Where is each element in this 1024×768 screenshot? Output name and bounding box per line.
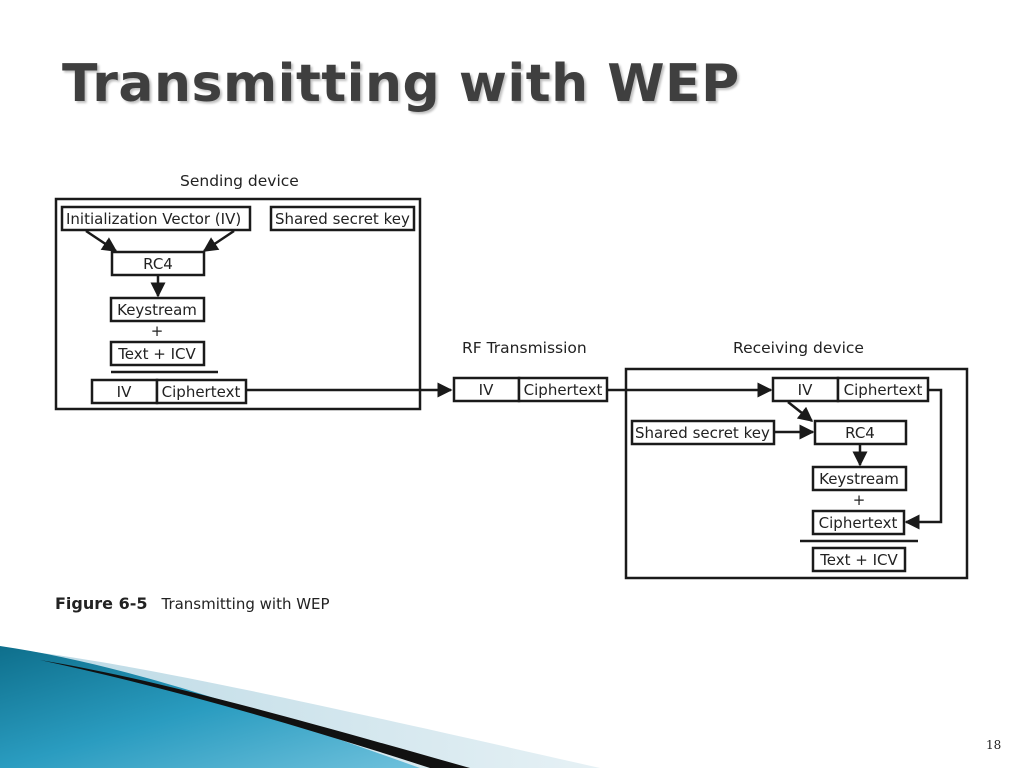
arrow-ciphertext-loop [904,388,943,530]
recv-iv-label: IV [798,381,813,399]
rc4-label: RC4 [143,255,173,273]
arrow-iv-rc4 [85,229,118,253]
slide-title: Transmitting with WEP [62,54,740,114]
send-ciphertext-box [155,378,248,405]
sending-device-frame [54,197,422,411]
rc4-box [110,250,206,277]
receiving-device-label: Receiving device [733,339,864,357]
keystream-label: Keystream [117,301,197,319]
recv-ciphertext2-box [811,509,906,536]
text-icv-label: Text + ICV [117,345,196,363]
keystream-box [109,296,206,323]
figure-caption: Figure 6-5 Transmitting with WEP [55,594,330,613]
recv-text-icv-box [811,546,907,573]
rf-iv-label: IV [479,381,494,399]
rf-ciphertext-label: Ciphertext [524,381,603,399]
arrow-key-rc4 [202,229,235,253]
recv-plus-sign: + [853,491,866,509]
shared-key-label: Shared secret key [275,210,410,228]
recv-shared-key-label: Shared secret key [635,424,770,442]
recv-text-icv-label: Text + ICV [819,551,898,569]
recv-ciphertext2-label: Ciphertext [819,514,898,532]
figure-caption-text: Transmitting with WEP [161,595,330,613]
arrow-iv-rc4-recv [787,401,814,422]
recv-keystream-label: Keystream [819,470,899,488]
figure-number: Figure 6-5 [55,594,148,613]
iv-box-label: Initialization Vector (IV) [66,210,241,228]
plus-sign: + [151,322,164,340]
recv-keystream-box [811,465,908,492]
text-icv-box [109,340,206,367]
sending-device-label: Sending device [180,172,299,190]
recv-rc4-label: RC4 [845,424,875,442]
receiving-device-frame [624,367,969,580]
iv-box [60,205,252,232]
recv-ciphertext-label: Ciphertext [844,381,923,399]
shared-key-box [269,205,416,232]
recv-rc4-box [813,419,908,446]
send-iv-label: IV [117,383,132,401]
rf-transmission-label: RF Transmission [462,339,587,357]
send-ciphertext-label: Ciphertext [162,383,241,401]
page-number: 18 [986,738,1002,752]
